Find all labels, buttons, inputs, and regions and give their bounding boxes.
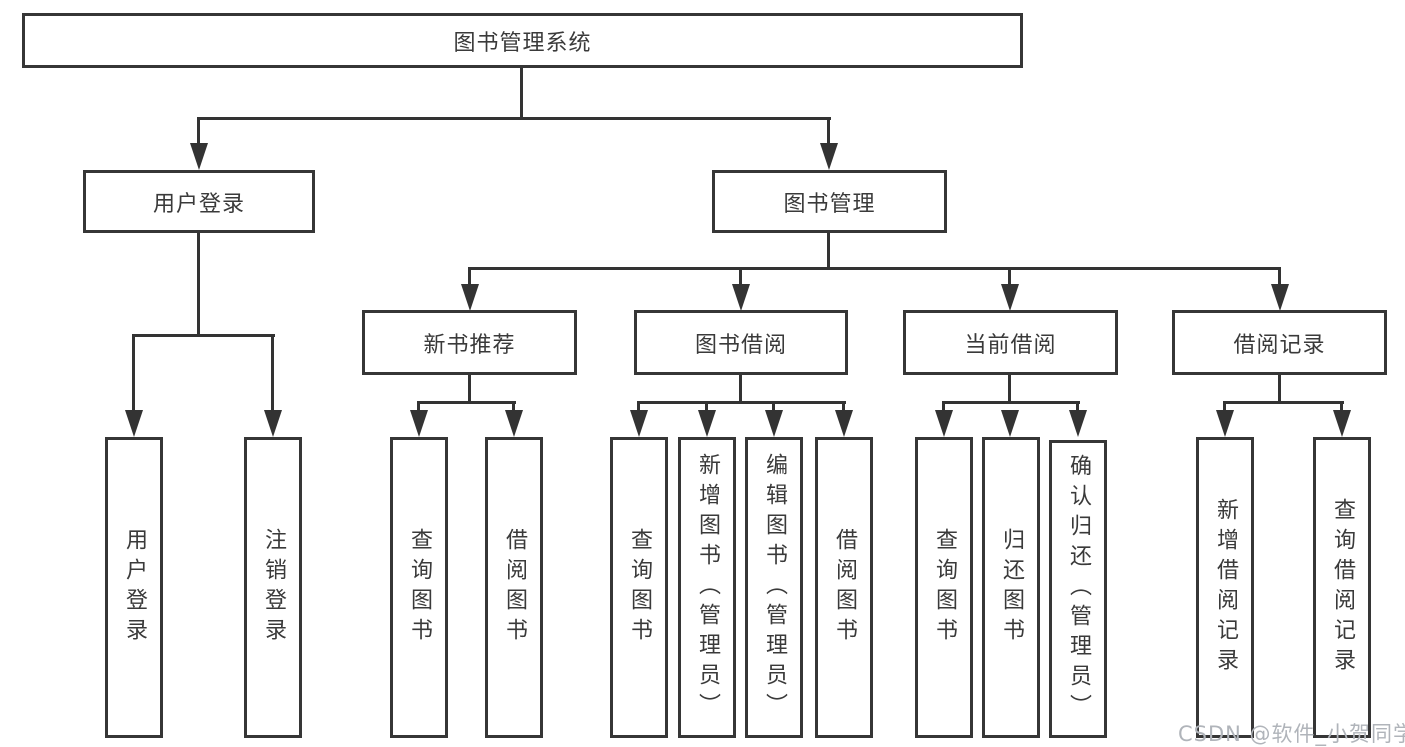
leaf-user-login: 用户登录 bbox=[105, 437, 163, 738]
connector-line bbox=[271, 334, 274, 412]
connector-line bbox=[637, 401, 846, 404]
connector-line bbox=[1008, 375, 1011, 403]
leaf-current-query-books: 查询图书 bbox=[915, 437, 973, 738]
leaf-borrow-borrow-books-label: 借阅图书 bbox=[832, 527, 857, 648]
arrowhead bbox=[190, 143, 208, 170]
node-borrowing-records: 借阅记录 bbox=[1172, 310, 1387, 375]
connector-line bbox=[197, 117, 200, 145]
node-book-borrowing-label: 图书借阅 bbox=[694, 332, 787, 358]
node-book-borrowing: 图书借阅 bbox=[634, 310, 848, 375]
connector-line bbox=[1223, 401, 1344, 404]
connector-line bbox=[1008, 267, 1011, 287]
arrowhead bbox=[1001, 410, 1019, 437]
leaf-records-query-record-label: 查询借阅记录 bbox=[1330, 497, 1355, 678]
node-user-login: 用户登录 bbox=[83, 170, 315, 233]
node-user-login-label: 用户登录 bbox=[152, 191, 245, 217]
arrowhead bbox=[505, 410, 523, 437]
connector-line bbox=[1223, 401, 1226, 412]
leaf-borrow-edit-book-admin-label: 编辑图书（管理员） bbox=[762, 452, 787, 723]
leaf-current-return-books-label: 归还图书 bbox=[999, 527, 1024, 648]
leaf-current-confirm-return-admin: 确认归还（管理员） bbox=[1049, 440, 1107, 738]
leaf-current-query-books-label: 查询图书 bbox=[932, 527, 957, 648]
connector-line bbox=[468, 267, 1281, 270]
connector-line bbox=[132, 334, 275, 337]
arrowhead bbox=[935, 410, 953, 437]
node-root-label: 图书管理系统 bbox=[453, 30, 592, 56]
leaf-logout-label: 注销登录 bbox=[261, 527, 286, 648]
connector-line bbox=[468, 267, 471, 287]
connector-line bbox=[942, 401, 945, 412]
leaf-borrow-add-book-admin: 新增图书（管理员） bbox=[678, 437, 736, 738]
arrowhead bbox=[698, 410, 716, 437]
leaf-newbook-query-books-label: 查询图书 bbox=[407, 527, 432, 648]
connector-line bbox=[197, 233, 200, 335]
connector-line bbox=[417, 401, 516, 404]
arrowhead bbox=[1001, 284, 1019, 311]
node-new-book-recommendation: 新书推荐 bbox=[362, 310, 577, 375]
node-root: 图书管理系统 bbox=[22, 13, 1023, 68]
connector-line bbox=[772, 401, 775, 412]
node-borrowing-records-label: 借阅记录 bbox=[1233, 332, 1326, 358]
leaf-newbook-borrow-books: 借阅图书 bbox=[485, 437, 543, 738]
leaf-newbook-query-books: 查询图书 bbox=[390, 437, 448, 738]
connector-line bbox=[417, 401, 420, 412]
connector-line bbox=[1278, 267, 1281, 287]
arrowhead bbox=[1069, 410, 1087, 437]
connector-line bbox=[739, 267, 742, 287]
leaf-current-return-books: 归还图书 bbox=[982, 437, 1040, 738]
arrowhead bbox=[765, 410, 783, 437]
connector-line bbox=[1340, 401, 1343, 412]
connector-line bbox=[197, 117, 831, 120]
connector-line bbox=[637, 401, 640, 412]
connector-line bbox=[512, 401, 515, 412]
arrowhead bbox=[410, 410, 428, 437]
node-current-borrowing: 当前借阅 bbox=[903, 310, 1118, 375]
connector-line bbox=[1076, 401, 1079, 412]
arrowhead bbox=[1333, 410, 1351, 437]
leaf-user-login-label: 用户登录 bbox=[122, 527, 147, 648]
leaf-borrow-query-books: 查询图书 bbox=[610, 437, 668, 738]
arrowhead bbox=[461, 284, 479, 311]
connector-line bbox=[468, 375, 471, 403]
watermark: CSDN @软件_小贺同学 bbox=[1178, 722, 1405, 746]
arrowhead bbox=[732, 284, 750, 311]
connector-line bbox=[842, 401, 845, 412]
arrowhead bbox=[1216, 410, 1234, 437]
arrowhead bbox=[630, 410, 648, 437]
connector-line bbox=[520, 68, 523, 118]
leaf-records-add-record-label: 新增借阅记录 bbox=[1213, 497, 1238, 678]
arrowhead bbox=[820, 143, 838, 170]
leaf-records-add-record: 新增借阅记录 bbox=[1196, 437, 1254, 738]
node-book-management: 图书管理 bbox=[712, 170, 947, 233]
connector-line bbox=[739, 375, 742, 403]
connector-line bbox=[827, 233, 830, 270]
leaf-borrow-add-book-admin-label: 新增图书（管理员） bbox=[695, 452, 720, 723]
connector-line bbox=[132, 334, 135, 412]
arrowhead bbox=[1271, 284, 1289, 311]
leaf-borrow-borrow-books: 借阅图书 bbox=[815, 437, 873, 738]
arrowhead bbox=[264, 410, 282, 437]
connector-line bbox=[942, 401, 1080, 404]
arrowhead bbox=[835, 410, 853, 437]
connector-line bbox=[705, 401, 708, 412]
connector-line bbox=[1278, 375, 1281, 403]
node-current-borrowing-label: 当前借阅 bbox=[964, 332, 1057, 358]
connector-line bbox=[827, 117, 830, 145]
node-book-management-label: 图书管理 bbox=[783, 191, 876, 217]
leaf-current-confirm-return-admin-label: 确认归还（管理员） bbox=[1066, 454, 1091, 724]
node-new-book-recommendation-label: 新书推荐 bbox=[423, 332, 516, 358]
leaf-records-query-record: 查询借阅记录 bbox=[1313, 437, 1371, 738]
leaf-borrow-query-books-label: 查询图书 bbox=[627, 527, 652, 648]
leaf-borrow-edit-book-admin: 编辑图书（管理员） bbox=[745, 437, 803, 738]
arrowhead bbox=[125, 410, 143, 437]
leaf-newbook-borrow-books-label: 借阅图书 bbox=[502, 527, 527, 648]
leaf-logout: 注销登录 bbox=[244, 437, 302, 738]
